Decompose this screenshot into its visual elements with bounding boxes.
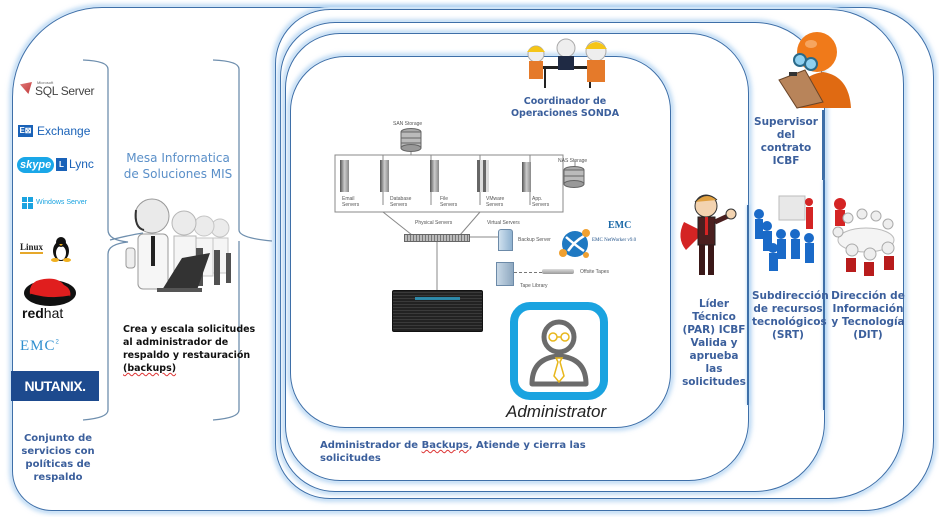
- sql-server-icon: [20, 82, 32, 94]
- emc-product-label: EMC NetWorker v9.0: [592, 238, 637, 243]
- lync-icon: L: [56, 158, 67, 171]
- tux-penguin-icon: [51, 237, 71, 262]
- administrator-icon-label: Administrator: [506, 402, 607, 421]
- database-server-icon: [380, 160, 389, 192]
- emc-brand: EMC: [608, 220, 632, 231]
- services-caption: Conjunto de servicios con políticas de r…: [21, 433, 95, 483]
- offsite-tapes-icon: [542, 269, 574, 274]
- logo-redhat: redhat: [20, 275, 80, 323]
- network-lines: [334, 152, 576, 290]
- nas-storage-icon: [563, 166, 585, 188]
- physical-servers-label: Physical Servers: [415, 220, 453, 226]
- helpdesk-title: Mesa Informatica de Soluciones MIS: [123, 151, 233, 181]
- divider-leader: [747, 205, 749, 405]
- coordinator-frame: [290, 56, 671, 428]
- logo-nutanix: NUTANIX.: [11, 371, 99, 401]
- services-brace: [82, 59, 129, 421]
- logo-linux: Linux: [20, 236, 80, 262]
- san-storage-label: SAN Storage: [393, 121, 423, 127]
- outer-frame: [12, 7, 934, 511]
- nas-storage-label: NAS Storage: [558, 158, 588, 164]
- storage-appliance-icon: [392, 290, 483, 332]
- divider-supervisor: [822, 110, 824, 180]
- offsite-link: [514, 272, 542, 273]
- backup-server-icon: [498, 229, 513, 251]
- helpdesk-description: Crea y escala solicitudes al administrad…: [123, 324, 256, 374]
- logo-windows-server: Windows Server: [22, 197, 102, 217]
- srt-label: Subdirección de recursos tecnológicos (S…: [752, 290, 829, 341]
- supervisor-image: [778, 32, 851, 109]
- divider-srt: [823, 180, 825, 410]
- tape-library-label: Tape Library: [520, 283, 548, 289]
- app-server-icon: [522, 162, 531, 192]
- admin-person-icon: [529, 319, 589, 387]
- email-server-icon: [340, 160, 349, 192]
- logo-skype: skype: [17, 155, 55, 175]
- srt-training-image: [754, 195, 814, 271]
- san-storage-icon: [400, 128, 422, 152]
- technical-leader-label: Líder Técnico (PAR) ICBF Valida y aprueb…: [682, 298, 746, 388]
- logo-sql-server: Microsoft SQL Server: [20, 80, 100, 102]
- windows-icon: [22, 197, 33, 209]
- file-server-icon: [430, 160, 439, 192]
- network-switch-icon: [404, 234, 470, 242]
- vmware-server-icon: [477, 160, 489, 192]
- call-center-agents-image: [125, 198, 231, 292]
- helpdesk-brace: [109, 59, 273, 421]
- administrator-icon: [510, 302, 608, 400]
- supervisor-label: Supervisor del contrato ICBF: [754, 116, 818, 167]
- administrator-caption: Administrador de Backups, Atiende y cier…: [320, 440, 586, 464]
- dit-meeting-image: [832, 198, 895, 276]
- dit-label: Dirección de Información y Tecnología (D…: [831, 290, 905, 341]
- backup-server-label: Backup Server: [518, 237, 551, 243]
- redhat-icon: [24, 278, 76, 306]
- tape-library-icon: [496, 262, 514, 286]
- logo-lync: L Lync: [56, 157, 96, 175]
- virtual-servers-label: Virtual Servers: [487, 220, 520, 226]
- coordinator-workers-image: [527, 38, 607, 88]
- offsite-tapes-label: Offsite Tapes: [580, 269, 609, 275]
- emc-networker-icon: [559, 229, 590, 258]
- coordinator-label: Coordinador de Operaciones SONDA: [510, 96, 620, 119]
- technical-leader-image: [680, 194, 737, 275]
- app-servers-label: App.Servers: [532, 196, 550, 208]
- logo-emc: EMC2: [20, 338, 59, 354]
- dit-frame: [275, 9, 904, 499]
- logo-exchange: E⊠ Exchange: [18, 124, 91, 138]
- exchange-icon: E⊠: [18, 125, 33, 137]
